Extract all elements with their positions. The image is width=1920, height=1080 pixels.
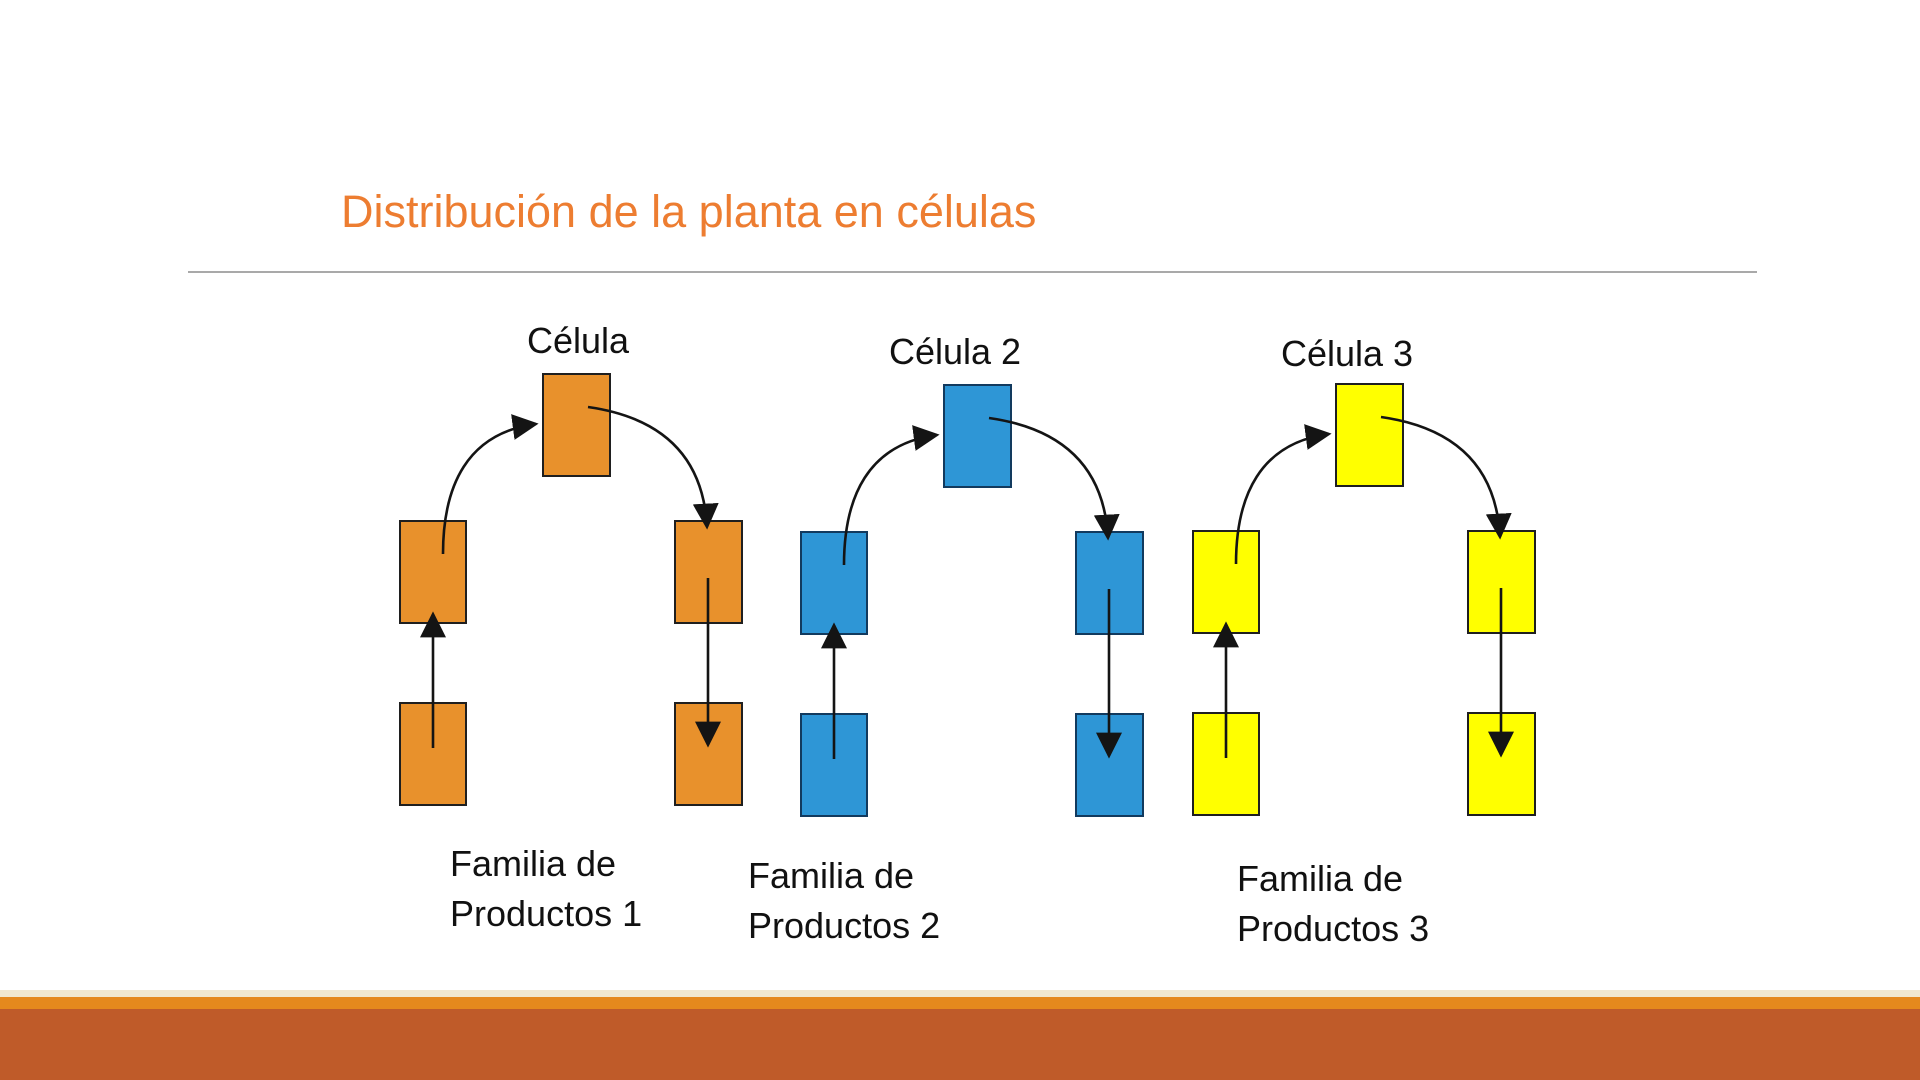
footer-bar [0,1009,1920,1080]
family-3-label: Familia de Productos 3 [1237,854,1429,954]
cell-1-label: Célula [526,320,630,361]
cell-1-inflow-curve-arrow [441,414,539,555]
cell-1-outflow-curve-arrow [587,405,719,530]
cell-2-inflow-curve-arrow [842,425,940,566]
family-3-line-1: Familia de [1237,858,1404,899]
cell-2-outflow-curve-arrow [988,416,1120,541]
cell-1-top-station-shape [542,373,611,477]
title-divider-line [188,271,1757,273]
cell-3-left-lower-station-shape [1192,712,1260,816]
cell-3-outflow-curve-arrow [1380,415,1512,540]
cell-3-inflow-curve-arrow [1234,424,1332,565]
footer-cream-line [0,990,1920,997]
cell-2-group [800,384,1144,817]
cell-3-label: Célula 3 [1280,333,1414,374]
cell-3-group [1192,383,1536,816]
family-2-line-2: Productos 2 [748,905,941,946]
cell-1-group [399,373,743,806]
cell-2-left-upper-station-shape [800,531,868,635]
cell-3-left-upper-station-shape [1192,530,1260,634]
slide-title: Distribución de la planta en células [341,186,1037,237]
cell-2-label: Célula 2 [888,331,1022,372]
family-1-label: Familia de Productos 1 [450,839,642,939]
family-1-line-1: Familia de [450,843,617,884]
family-2-line-1: Familia de [748,855,915,896]
cell-1-left-upper-station-shape [399,520,467,624]
family-2-label: Familia de Productos 2 [748,851,940,951]
cell-3-top-station-shape [1335,383,1404,487]
family-3-line-2: Productos 3 [1237,908,1430,949]
cell-2-top-station-shape [943,384,1012,488]
footer-accent-strip [0,997,1920,1009]
family-1-line-2: Productos 1 [450,893,643,934]
